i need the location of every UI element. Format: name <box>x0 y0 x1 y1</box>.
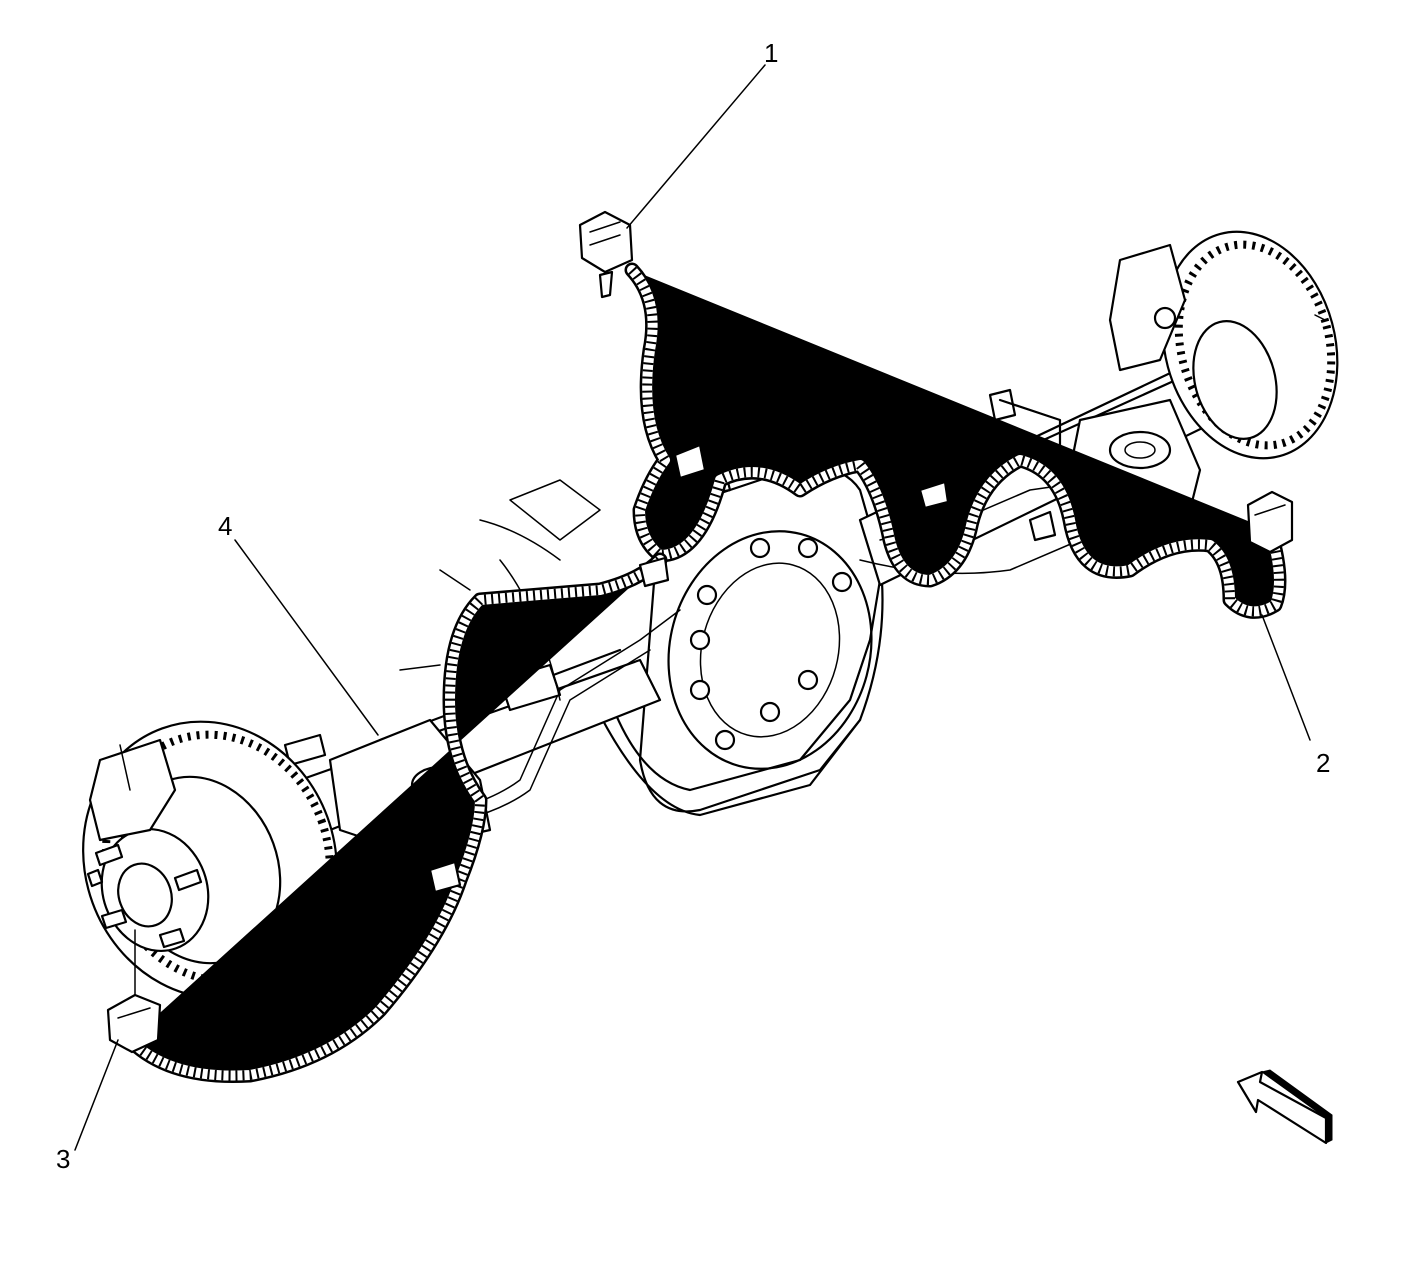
callout-2-label: 2 <box>1316 748 1330 778</box>
harness-connector-1 <box>578 210 634 299</box>
callout-4-label: 4 <box>218 511 232 541</box>
callout-1-label: 1 <box>764 38 778 68</box>
right-wheel-speed-sensor-connector <box>1246 490 1294 554</box>
right-brake-rotor <box>1108 230 1339 460</box>
cover-bolts <box>689 537 853 751</box>
callout-3-label: 3 <box>56 1144 70 1174</box>
wheel-studs <box>86 843 203 949</box>
front-of-vehicle-arrow-icon <box>1236 1069 1333 1145</box>
callout-leaders <box>74 64 1311 1151</box>
abs-wiring-harness <box>130 270 1279 1076</box>
left-wheel-speed-sensor-connector <box>106 929 162 1054</box>
